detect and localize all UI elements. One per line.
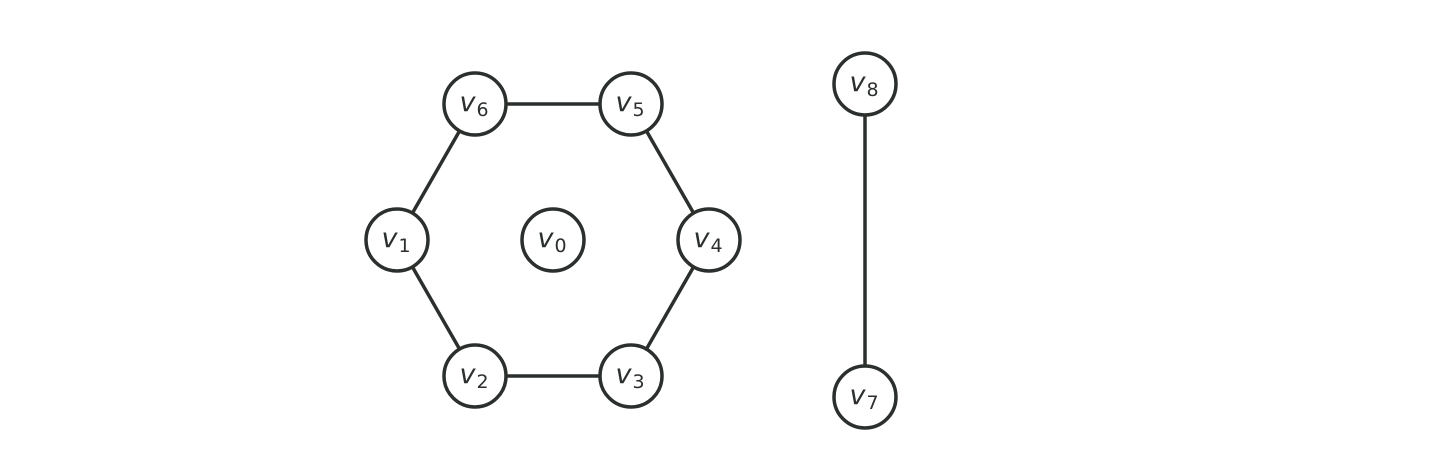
node-subscript: 2 bbox=[476, 371, 488, 393]
node-label-v8: v8 bbox=[849, 67, 878, 101]
node-circle-v3 bbox=[598, 343, 664, 409]
node-letter: v bbox=[537, 223, 554, 254]
node-letter: v bbox=[615, 87, 632, 118]
node-letter: v bbox=[459, 87, 476, 118]
node-letter: v bbox=[615, 359, 632, 390]
node-letter: v bbox=[693, 223, 710, 254]
node-label-v5: v5 bbox=[615, 87, 644, 121]
node-subscript: 8 bbox=[866, 79, 878, 101]
node-letter: v bbox=[849, 380, 866, 411]
node-circle-v7 bbox=[832, 364, 898, 430]
node-label-v0: v0 bbox=[537, 223, 566, 257]
node-circle-v0 bbox=[520, 207, 586, 273]
node-v2: v2 bbox=[442, 343, 508, 409]
node-label-v3: v3 bbox=[615, 359, 644, 393]
node-subscript: 0 bbox=[554, 235, 566, 257]
node-label-v2: v2 bbox=[459, 359, 488, 393]
node-circle-v6 bbox=[442, 71, 508, 137]
node-circle-v4 bbox=[676, 207, 742, 273]
node-subscript: 6 bbox=[476, 99, 488, 121]
node-label-v1: v1 bbox=[381, 223, 410, 257]
node-v8: v8 bbox=[832, 51, 898, 117]
node-circle-v2 bbox=[442, 343, 508, 409]
node-circle-v8 bbox=[832, 51, 898, 117]
node-v7: v7 bbox=[832, 364, 898, 430]
node-subscript: 3 bbox=[632, 371, 644, 393]
node-label-v4: v4 bbox=[693, 223, 722, 257]
node-v5: v5 bbox=[598, 71, 664, 137]
node-letter: v bbox=[381, 223, 398, 254]
node-v4: v4 bbox=[676, 207, 742, 273]
node-v6: v6 bbox=[442, 71, 508, 137]
node-letter: v bbox=[459, 359, 476, 390]
node-circle-v1 bbox=[364, 207, 430, 273]
node-label-v7: v7 bbox=[849, 380, 878, 414]
node-label-v6: v6 bbox=[459, 87, 488, 121]
node-v3: v3 bbox=[598, 343, 664, 409]
node-subscript: 5 bbox=[632, 99, 644, 121]
node-subscript: 1 bbox=[398, 235, 410, 257]
node-letter: v bbox=[849, 67, 866, 98]
node-v1: v1 bbox=[364, 207, 430, 273]
node-circle-v5 bbox=[598, 71, 664, 137]
node-v0: v0 bbox=[520, 207, 586, 273]
node-subscript: 4 bbox=[710, 235, 722, 257]
node-subscript: 7 bbox=[866, 392, 878, 414]
